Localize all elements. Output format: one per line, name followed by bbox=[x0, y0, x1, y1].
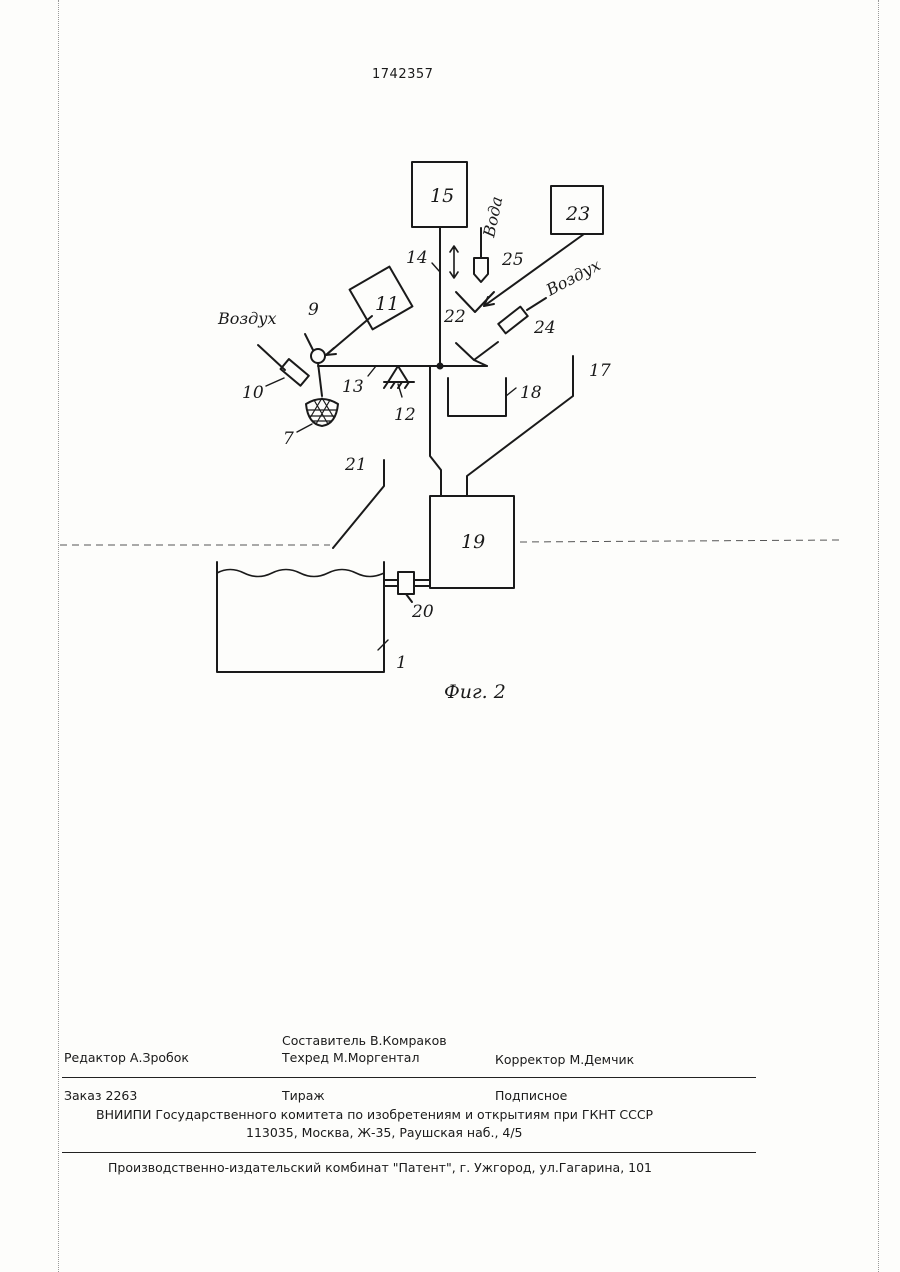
label-17: 17 bbox=[589, 361, 611, 381]
publisher-line: Производственно-издательский комбинат "П… bbox=[108, 1160, 652, 1175]
label-14: 14 bbox=[406, 248, 428, 268]
techred-credit: Техред М.Моргентал bbox=[282, 1050, 419, 1065]
net-7 bbox=[306, 399, 338, 426]
label-23: 23 bbox=[565, 203, 590, 225]
label-12: 12 bbox=[394, 405, 416, 425]
compiler-credit: Составитель В.Комраков bbox=[282, 1033, 447, 1048]
nozzle-10 bbox=[281, 359, 309, 386]
tray-18 bbox=[448, 378, 506, 416]
dashed-reference-line bbox=[60, 540, 840, 545]
motion-arrow bbox=[450, 246, 458, 278]
label-24: 24 bbox=[533, 318, 556, 338]
tube-17 bbox=[467, 356, 573, 496]
address-line: 113035, Москва, Ж-35, Раушская наб., 4/5 bbox=[246, 1125, 523, 1140]
air-label-left: Воздух bbox=[217, 309, 277, 328]
order-number: Заказ 2263 bbox=[64, 1088, 137, 1103]
label-22: 22 bbox=[443, 307, 466, 327]
vniipi-line: ВНИИПИ Государственного комитета по изоб… bbox=[96, 1107, 653, 1122]
label-11: 11 bbox=[375, 293, 399, 315]
funnel-22 bbox=[456, 342, 498, 366]
subscription-label: Подписное bbox=[495, 1088, 567, 1103]
label-1: 1 bbox=[396, 653, 407, 673]
label-25: 25 bbox=[501, 250, 524, 270]
label-7: 7 bbox=[283, 429, 294, 449]
nozzle-24 bbox=[498, 307, 527, 334]
drain-tube bbox=[430, 366, 441, 496]
label-15: 15 bbox=[430, 185, 454, 207]
nozzle-25 bbox=[474, 258, 488, 282]
figure-caption: Фиг. 2 bbox=[444, 681, 506, 703]
water-label: Вода bbox=[479, 195, 506, 240]
corrector-credit: Корректор М.Демчик bbox=[495, 1052, 634, 1067]
tank-1 bbox=[217, 562, 384, 672]
pivot-joint bbox=[438, 364, 443, 369]
label-20: 20 bbox=[411, 602, 434, 622]
footer-rule-top bbox=[62, 1077, 756, 1078]
label-21: 21 bbox=[344, 455, 367, 475]
circulation-label: Тираж bbox=[282, 1088, 325, 1103]
label-9: 9 bbox=[308, 300, 319, 320]
editor-credit: Редактор А.Зробок bbox=[64, 1050, 189, 1065]
label-19: 19 bbox=[461, 531, 485, 553]
liquid-surface bbox=[217, 570, 384, 577]
label-13: 13 bbox=[342, 377, 364, 397]
label-18: 18 bbox=[520, 383, 542, 403]
valve-20 bbox=[398, 572, 414, 594]
pipe-20 bbox=[384, 580, 430, 586]
footer-rule-bottom bbox=[62, 1152, 756, 1153]
pivot-12 bbox=[388, 366, 408, 382]
label-10: 10 bbox=[242, 383, 264, 403]
rod-7 bbox=[318, 363, 322, 396]
air-label-right: Воздух bbox=[542, 255, 604, 300]
sensor-head-9 bbox=[311, 349, 325, 363]
